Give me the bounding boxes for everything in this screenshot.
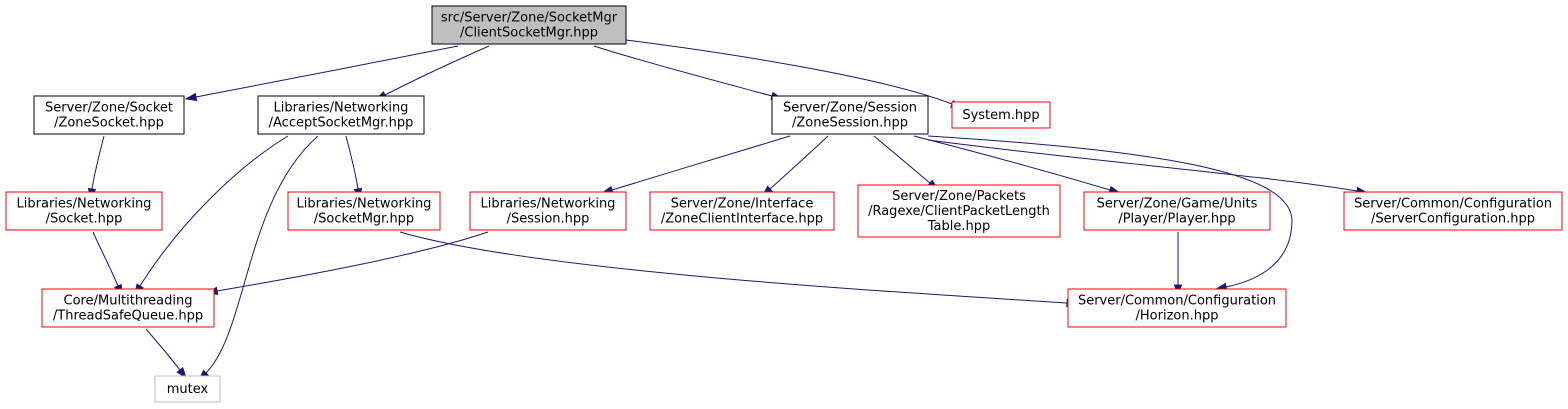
node-root[interactable]: src/Server/Zone/SocketMgr/ClientSocketMg…: [431, 5, 627, 45]
node-label-line: /Horizon.hpp: [1136, 309, 1219, 324]
node-label-line: /Ragexe/ClientPacketLength: [868, 204, 1050, 219]
node-player[interactable]: Server/Zone/Game/Units/Player/Player.hpp: [1083, 191, 1271, 231]
edge-zonesession-to-clientpacketlength: [873, 135, 939, 191]
node-label-line: Table.hpp: [927, 219, 991, 234]
edge-line: [927, 139, 1358, 192]
edge-line: [205, 135, 319, 374]
node-zonesession[interactable]: Server/Zone/Session/ZoneSession.hpp: [771, 95, 929, 135]
node-label-line: Libraries/Networking: [481, 197, 616, 212]
edge-line: [611, 135, 791, 191]
edge-line: [139, 135, 289, 287]
node-box: [951, 101, 1051, 129]
node-box: [41, 288, 215, 328]
node-layer: src/Server/Zone/SocketMgr/ClientSocketMg…: [5, 5, 1563, 403]
edge-line: [91, 135, 105, 190]
edge-line: [593, 45, 773, 97]
node-serverconfiguration[interactable]: Server/Common/Configuration/ServerConfig…: [1343, 191, 1563, 231]
node-label-line: Server/Zone/Session: [783, 101, 917, 116]
node-label-line: /ThreadSafeQueue.hpp: [53, 309, 203, 324]
node-session[interactable]: Libraries/Networking/Session.hpp: [469, 191, 627, 231]
node-zonesocket[interactable]: Server/Zone/Socket/ZoneSocket.hpp: [33, 95, 185, 135]
node-label-line: /Socket.hpp: [46, 212, 123, 227]
edge-zonesession-to-session: [601, 135, 791, 194]
edge-line: [399, 231, 1068, 304]
node-box: [287, 191, 441, 231]
node-label-line: Libraries/Networking: [17, 197, 152, 212]
node-label-line: Server/Zone/Socket: [45, 101, 173, 116]
node-label-line: /ServerConfiguration.hpp: [1371, 212, 1535, 227]
node-label-line: Libraries/Networking: [297, 197, 432, 212]
edge-line: [345, 135, 359, 190]
edge-line: [913, 135, 1111, 191]
edge-threadsafequeue-to-mutex: [145, 328, 188, 380]
edge-line: [216, 231, 489, 292]
node-horizon[interactable]: Server/Common/Configuration/Horizon.hpp: [1067, 288, 1287, 328]
node-mutex: mutex: [154, 375, 221, 403]
node-label-line: /Session.hpp: [507, 212, 590, 227]
edge-acceptsocketmgr-to-mutex: [197, 135, 319, 382]
node-label-line: Server/Zone/Packets: [892, 189, 1026, 204]
node-box: [1343, 191, 1563, 231]
node-clientpacketlength[interactable]: Server/Zone/Packets/Ragexe/ClientPacketL…: [857, 184, 1061, 238]
node-box: [771, 95, 929, 135]
edge-acceptsocketmgr-to-socketmgr: [345, 135, 363, 201]
node-box: [431, 5, 627, 45]
node-zoneclientinterface[interactable]: Server/Zone/Interface/ZoneClientInterfac…: [649, 191, 835, 231]
edge-line: [145, 328, 181, 371]
edge-socket-to-threadsafequeue: [92, 231, 123, 297]
edge-root-to-zonesession: [593, 45, 784, 100]
node-label-line: mutex: [167, 382, 209, 397]
node-socketmgr[interactable]: Libraries/Networking/SocketMgr.hpp: [287, 191, 441, 231]
edge-line: [195, 45, 459, 98]
node-box: [33, 95, 185, 135]
node-label-line: System.hpp: [962, 108, 1039, 123]
node-label-line: /ClientSocketMgr.hpp: [460, 26, 598, 41]
edge-root-to-acceptsocketmgr: [374, 45, 490, 101]
edge-session-to-threadsafequeue: [205, 231, 489, 296]
node-socket[interactable]: Libraries/Networking/Socket.hpp: [5, 191, 163, 231]
node-label-line: src/Server/Zone/SocketMgr: [441, 11, 618, 26]
edge-zonesocket-to-socket: [87, 135, 105, 201]
node-label-line: /ZoneSession.hpp: [792, 116, 908, 131]
edge-line: [873, 135, 931, 184]
edge-zonesession-to-zoneclientinterface: [761, 135, 829, 197]
node-label-line: /SocketMgr.hpp: [314, 212, 414, 227]
node-label-line: /Player/Player.hpp: [1118, 212, 1235, 227]
edge-arrowhead: [176, 367, 188, 380]
node-box: [1067, 288, 1287, 328]
node-label-line: Libraries/Networking: [274, 101, 409, 116]
node-label-line: Server/Zone/Interface: [671, 197, 814, 212]
edge-line: [92, 231, 119, 287]
node-system[interactable]: System.hpp: [951, 101, 1051, 129]
node-box: [5, 191, 163, 231]
edge-line: [927, 135, 1293, 288]
node-label-line: Server/Common/Configuration: [1354, 197, 1552, 212]
edge-player-to-horizon: [1173, 232, 1183, 297]
node-box: [649, 191, 835, 231]
node-box: [1083, 191, 1271, 231]
edge-line: [625, 39, 953, 105]
node-label-line: Core/Multithreading: [64, 294, 193, 309]
node-box: [469, 191, 627, 231]
node-label-line: /AcceptSocketMgr.hpp: [269, 116, 414, 131]
edge-root-to-zonesocket: [184, 45, 459, 102]
node-label-line: /ZoneClientInterface.hpp: [661, 212, 823, 227]
edge-line: [384, 45, 490, 96]
edge-line: [769, 135, 829, 190]
node-box: [154, 375, 221, 403]
edge-socketmgr-to-horizon: [399, 231, 1079, 308]
node-box: [257, 95, 425, 135]
edge-arrowhead: [184, 92, 198, 102]
node-acceptsocketmgr[interactable]: Libraries/Networking/AcceptSocketMgr.hpp: [257, 95, 425, 135]
node-threadsafequeue[interactable]: Core/Multithreading/ThreadSafeQueue.hpp: [41, 288, 215, 328]
node-box: [857, 184, 1061, 238]
node-label-line: Server/Zone/Game/Units: [1097, 197, 1258, 212]
node-label-line: /ZoneSocket.hpp: [54, 116, 164, 131]
node-label-line: Server/Common/Configuration: [1078, 294, 1276, 309]
